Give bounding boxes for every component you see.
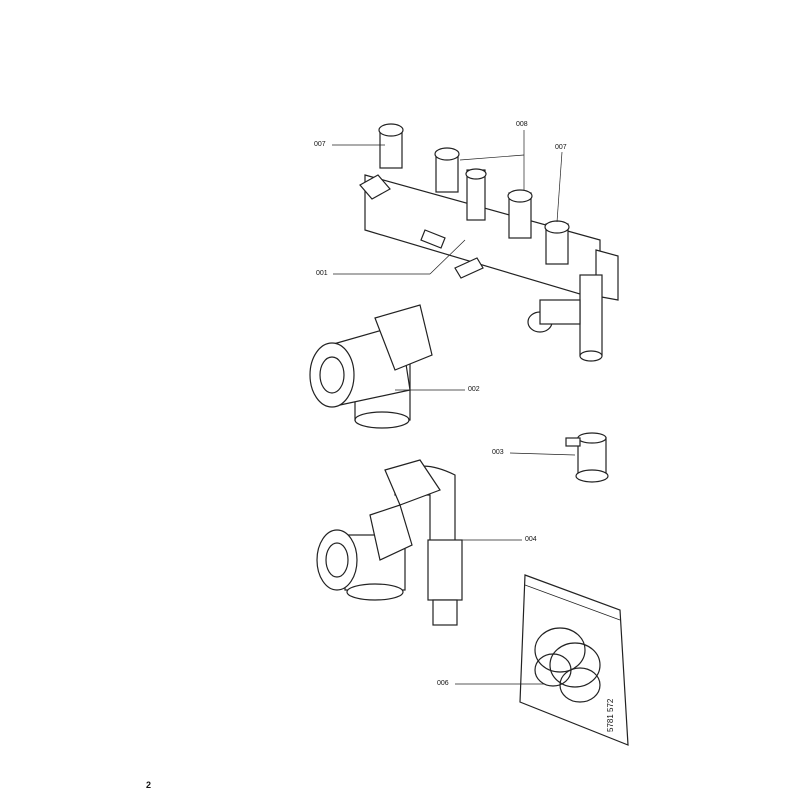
callout-003: 003 (492, 449, 504, 456)
seal-bag-part (519, 574, 629, 746)
valve-with-elbow-part (316, 459, 463, 626)
document-number: 5781 572 (606, 698, 615, 732)
callout-006: 006 (437, 680, 449, 687)
page-number: 2 (146, 780, 152, 790)
callout-leaders (332, 130, 576, 685)
callout-001: 001 (316, 270, 328, 277)
thermostatic-valve-part (309, 304, 433, 429)
callout-007-right: 007 (555, 144, 567, 151)
callout-008: 008 (516, 121, 528, 128)
air-vent-part (565, 432, 609, 483)
callout-002: 002 (468, 386, 480, 393)
valve-manifold-assembly (359, 123, 619, 362)
callout-007-left: 007 (314, 141, 326, 148)
callout-004: 004 (525, 536, 537, 543)
